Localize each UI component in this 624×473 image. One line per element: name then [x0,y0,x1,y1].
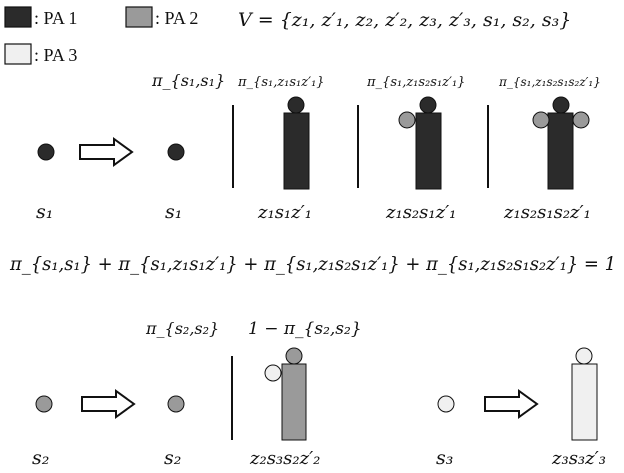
legend-label-pa2: : PA 2 [155,8,198,28]
label-config-1: z₁s₁z′₁ [257,202,312,223]
one-minus-pi-label: 1 − π_{s₂,s₂} [248,319,362,339]
label-s1-result: s₁ [165,201,182,223]
label-s3: s₃ [436,447,453,469]
label-config-s3: z₃s₃z′₃ [551,448,606,469]
legend-label-pa1: : PA 1 [34,8,77,28]
label-s2-result: s₂ [164,447,181,469]
node-s1 [37,143,55,161]
sum-equation: π_{s₁,s₁} + π_{s₁,z₁s₁z′₁} + π_{s₁,z₁s₂s… [9,253,616,275]
pi-s2-label: π_{s₂,s₂} [145,319,219,338]
legend-swatch-pa3 [4,43,32,65]
pi-label-4: π_{s₁,z₁s₂s₁s₂z′₁} [498,75,601,89]
node-s1-result [167,143,185,161]
label-config-3: z₁s₂s₁s₂z′₁ [503,202,591,223]
label-s1: s₁ [36,201,53,223]
config-z1s2s1z1p [398,96,442,190]
label-s2: s₂ [32,447,49,469]
label-config-s2: z₂s₃s₂z′₂ [249,448,320,469]
legend-swatch-pa2 [125,6,153,28]
node-s2 [35,395,53,413]
transition-arrow-s1 [79,137,134,167]
label-config-2: z₁s₂s₁z′₁ [385,202,456,223]
config-z1s1z1p [283,96,310,190]
node-s3 [437,395,455,413]
legend: : PA 1 : PA 2 : PA 3 [4,6,198,65]
legend-swatch-pa1 [4,6,32,28]
pi-label-3: π_{s₁,z₁s₂s₁z′₁} [366,75,465,90]
transition-arrow-s3 [484,389,539,419]
config-z2s3s2z2p [264,347,307,441]
legend-label-pa3: : PA 3 [34,45,77,65]
node-s2-result [167,395,185,413]
pi-label-1: π_{s₁,s₁} [151,71,225,90]
vertex-set: V = {z₁, z′₁, z₂, z′₂, z₃, z′₃, s₁, s₂, … [238,9,571,31]
config-z3s3z3p [571,347,598,441]
transition-arrow-s2 [81,389,136,419]
pi-label-2: π_{s₁,z₁s₁z′₁} [237,75,325,90]
config-z1s2s1s2z1p [532,96,590,190]
